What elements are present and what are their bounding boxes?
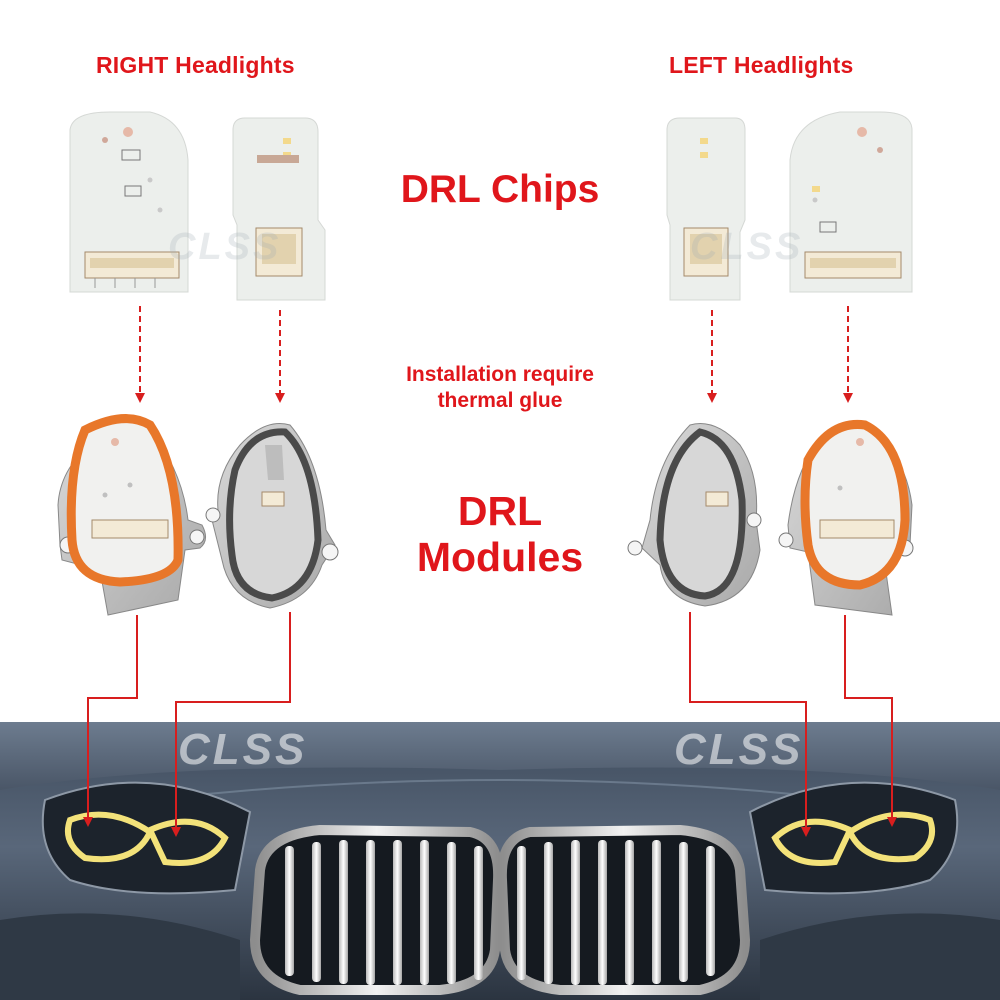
drl-modules-line-1: DRL xyxy=(457,488,543,534)
header-right-headlights: RIGHT Headlights xyxy=(96,52,295,78)
pcb-chip-right-small xyxy=(232,117,326,301)
install-line-2: thermal glue xyxy=(437,389,563,412)
pcb-chip-left-small xyxy=(666,117,746,301)
grille-bars xyxy=(285,840,715,985)
connector-lines xyxy=(83,612,897,837)
drl-module-left-orange xyxy=(778,419,914,616)
header-left-headlights: LEFT Headlights xyxy=(669,52,854,78)
pcb-chip-right-large xyxy=(69,111,189,293)
label-installation-note: Installation require thermal glue xyxy=(350,362,650,414)
watermark-top-left: CLSS xyxy=(168,226,282,268)
watermark-car-right: CLSS xyxy=(674,725,804,774)
drl-module-left-grey xyxy=(627,423,762,607)
car-front-photo xyxy=(0,722,1000,1000)
drl-module-right-grey xyxy=(205,423,339,609)
dashed-arrows xyxy=(135,306,853,403)
watermark-car-left: CLSS xyxy=(178,725,308,774)
install-line-1: Installation require xyxy=(406,363,594,386)
pcb-chip-left-large xyxy=(789,111,913,293)
drl-modules-line-2: Modules xyxy=(416,534,584,580)
label-drl-modules: DRL Modules xyxy=(370,488,630,580)
watermark-top-right: CLSS xyxy=(690,226,804,268)
label-drl-chips: DRL Chips xyxy=(400,168,600,211)
drl-module-right-orange xyxy=(57,414,206,616)
